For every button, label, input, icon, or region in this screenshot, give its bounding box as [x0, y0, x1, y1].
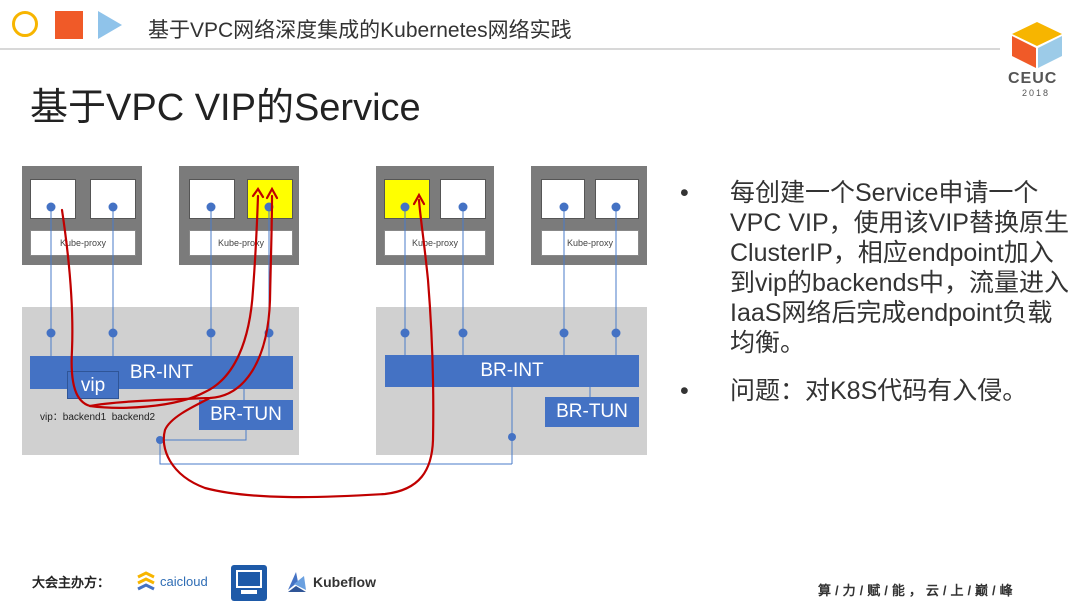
slide-title: 基于VPC VIP的Service [30, 87, 421, 129]
pod-4a[interactable] [541, 179, 585, 219]
header-circle-icon [12, 11, 38, 37]
kubeflow-icon [288, 572, 306, 592]
vip-backends-label: vip：backend1 backend2 [40, 412, 156, 423]
bullet-marker: • [680, 179, 689, 207]
header-divider [0, 48, 1000, 50]
bullet-text: 问题：对K8S代码有入侵。 [730, 377, 1028, 405]
kubeflow-logo: Kubeflow [284, 570, 384, 596]
kube-proxy-3: Kube-proxy [384, 230, 486, 256]
caicloud-logo: caicloud [136, 570, 218, 594]
logo-year: 2018 [1022, 88, 1051, 98]
bullet-list: • 每创建一个Service申请一个VPC VIP，使用该VIP替换原生Clus… [680, 178, 1075, 418]
pod-2b-backend[interactable] [247, 179, 293, 219]
kube-proxy-4: Kube-proxy [541, 230, 639, 256]
header-square-icon [55, 11, 83, 39]
header-title: 基于VPC网络深度集成的Kubernetes网络实践 [148, 19, 572, 42]
br-tun-left: BR-TUN [199, 400, 293, 430]
ceuc-logo: CEUC 2018 [1002, 18, 1072, 98]
sponsor-badge-logo [231, 565, 267, 601]
kubeflow-name: Kubeflow [313, 574, 376, 590]
pod-2a[interactable] [189, 179, 235, 219]
br-int-right: BR-INT [385, 355, 639, 387]
pod-4b[interactable] [595, 179, 639, 219]
ceuc-cube-icon [1012, 22, 1062, 68]
vip-box: vip [67, 371, 119, 399]
pod-1a[interactable] [30, 179, 76, 219]
bullet-text: 每创建一个Service申请一个VPC VIP，使用该VIP替换原生Cluste… [730, 179, 1069, 357]
logo-text: CEUC [1008, 70, 1058, 87]
diagram-connections [46, 186, 621, 499]
bullet-marker: • [680, 377, 689, 405]
organizer-label: 大会主办方： [32, 575, 111, 590]
footer-slogan: 算/力/赋/能，云/上/巅/峰 [818, 583, 1017, 598]
kube-proxy-1: Kube-proxy [30, 230, 136, 256]
caicloud-name: caicloud [160, 574, 208, 589]
header-play-icon [98, 11, 122, 39]
bullet-item: • 问题：对K8S代码有入侵。 [680, 376, 1075, 406]
bullet-item: • 每创建一个Service申请一个VPC VIP，使用该VIP替换原生Clus… [680, 178, 1075, 358]
br-tun-right: BR-TUN [545, 397, 639, 427]
kube-proxy-2: Kube-proxy [189, 230, 293, 256]
badge-icon [236, 570, 262, 594]
caicloud-icon [137, 571, 155, 591]
